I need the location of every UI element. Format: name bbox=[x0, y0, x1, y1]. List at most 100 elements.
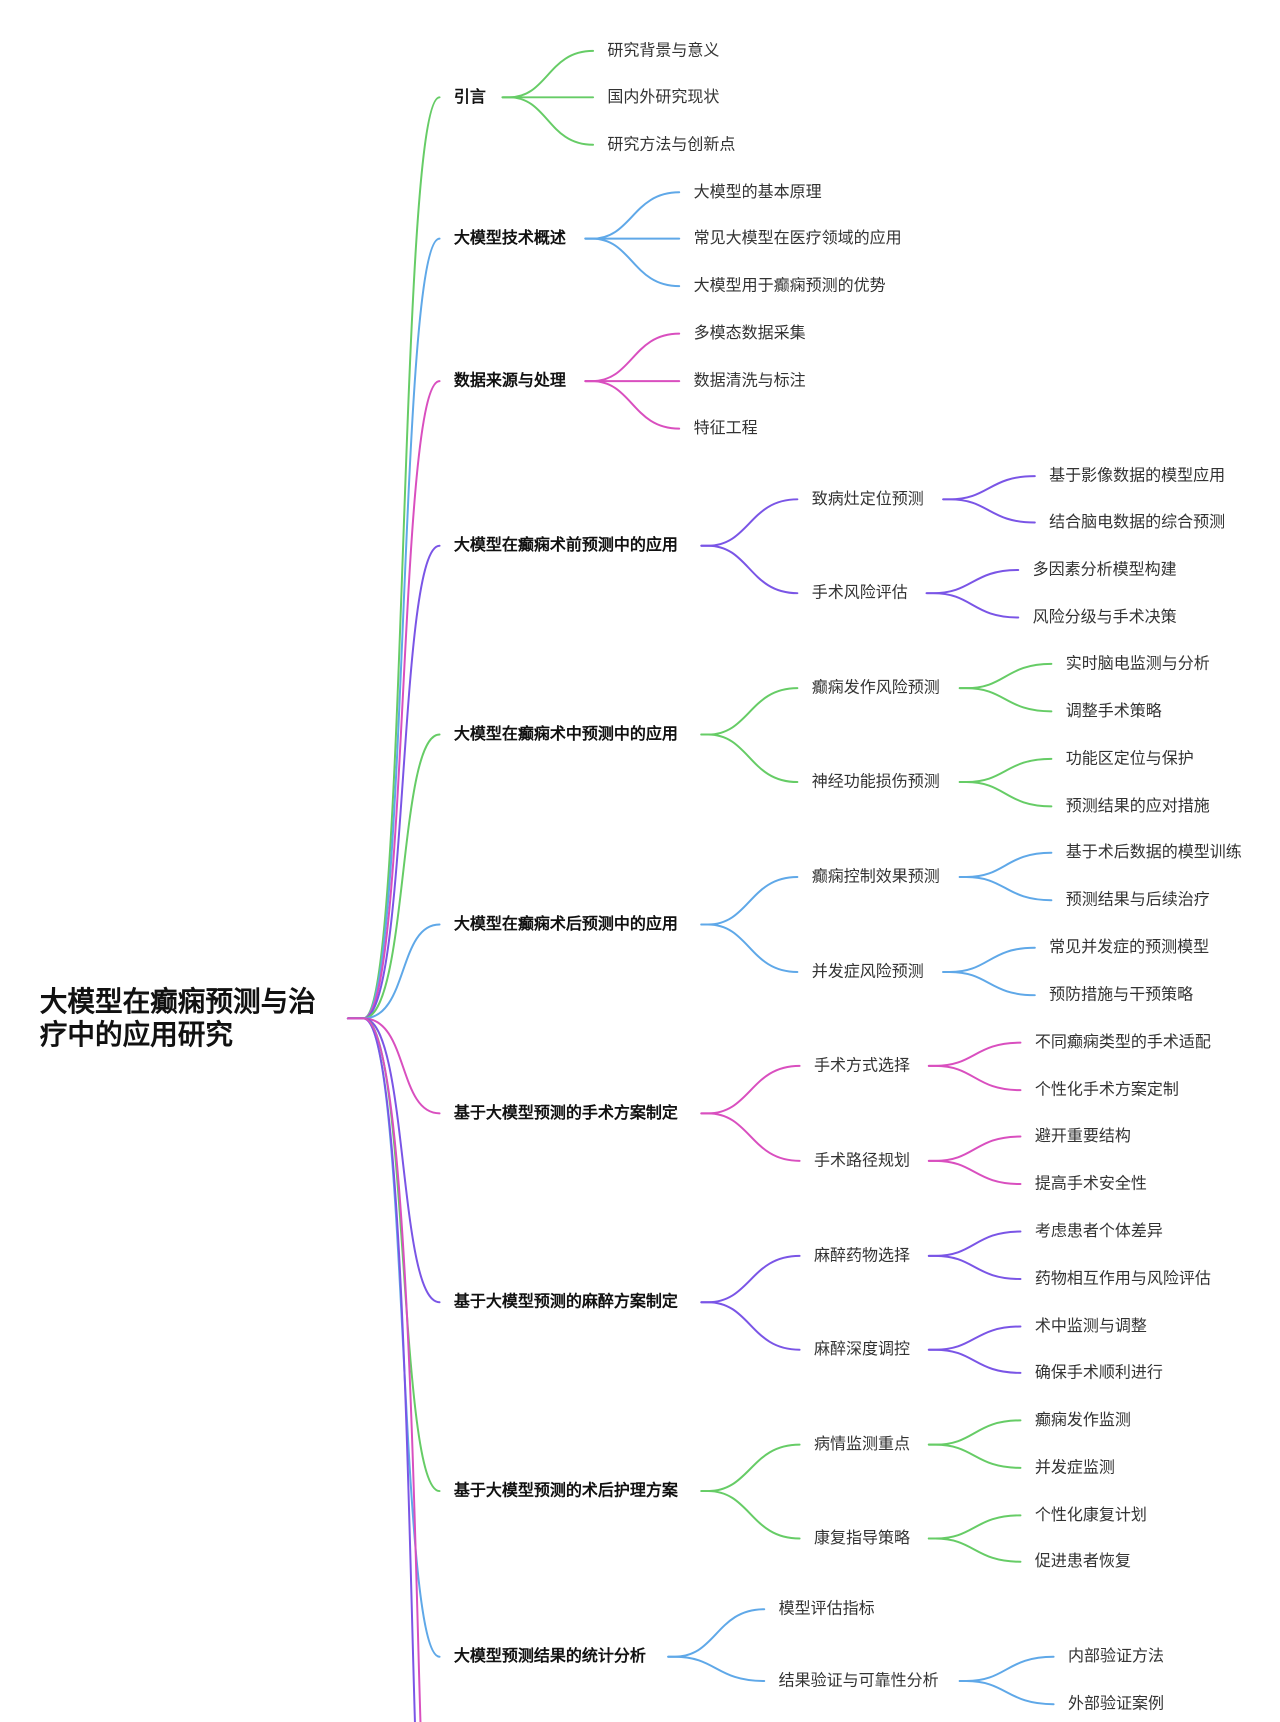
child-node[interactable]: 病情监测重点 bbox=[814, 1434, 910, 1453]
root-branch-line bbox=[346, 1017, 441, 1115]
child-link bbox=[667, 1608, 766, 1658]
child-link bbox=[700, 1443, 801, 1493]
grandchild-node[interactable]: 预测结果的应对措施 bbox=[1066, 796, 1210, 815]
grandchild-node[interactable]: 结合脑电数据的综合预测 bbox=[1049, 512, 1225, 531]
root-node-line2[interactable]: 疗中的应用研究 bbox=[40, 1018, 234, 1051]
grandchild-link bbox=[927, 1135, 1022, 1162]
child-node[interactable]: 致病灶定位预测 bbox=[812, 489, 924, 508]
branch-node[interactable]: 基于大模型预测的术后护理方案 bbox=[453, 1481, 679, 1500]
child-node[interactable]: 研究背景与意义 bbox=[607, 40, 719, 59]
child-link bbox=[700, 923, 799, 973]
grandchild-link bbox=[958, 876, 1053, 902]
child-link bbox=[700, 876, 799, 926]
grandchild-link bbox=[925, 592, 1020, 619]
child-node[interactable]: 麻醉药物选择 bbox=[814, 1245, 910, 1264]
offscreen-branch-line bbox=[346, 1017, 416, 1722]
grandchild-node[interactable]: 个性化手术方案定制 bbox=[1035, 1080, 1179, 1099]
grandchild-link bbox=[927, 1419, 1022, 1446]
grandchild-node[interactable]: 癫痫发作监测 bbox=[1035, 1410, 1131, 1429]
child-node[interactable]: 结果验证与可靠性分析 bbox=[779, 1671, 939, 1690]
root-branch-line bbox=[346, 923, 441, 1020]
grandchild-node[interactable]: 提高手术安全性 bbox=[1035, 1174, 1147, 1193]
child-link bbox=[584, 237, 681, 288]
grandchild-node[interactable]: 调整手术策略 bbox=[1066, 701, 1162, 720]
child-node[interactable]: 手术方式选择 bbox=[814, 1055, 910, 1074]
grandchild-node[interactable]: 药物相互作用与风险评估 bbox=[1035, 1269, 1211, 1288]
grandchild-node[interactable]: 功能区定位与保护 bbox=[1066, 748, 1194, 767]
child-node[interactable]: 特征工程 bbox=[694, 418, 758, 437]
grandchild-node[interactable]: 外部验证案例 bbox=[1068, 1694, 1164, 1713]
grandchild-node[interactable]: 术中监测与调整 bbox=[1035, 1316, 1147, 1335]
grandchild-node[interactable]: 常见并发症的预测模型 bbox=[1049, 937, 1209, 956]
grandchild-node[interactable]: 基于影像数据的模型应用 bbox=[1049, 466, 1225, 485]
grandchild-link bbox=[958, 781, 1053, 808]
grandchild-link bbox=[927, 1159, 1022, 1186]
child-node[interactable]: 麻醉深度调控 bbox=[814, 1339, 910, 1358]
grandchild-node[interactable]: 个性化康复计划 bbox=[1035, 1505, 1147, 1524]
child-node[interactable]: 手术风险评估 bbox=[812, 583, 908, 602]
child-node[interactable]: 常见大模型在医疗领域的应用 bbox=[694, 228, 902, 247]
grandchild-link bbox=[927, 1348, 1022, 1374]
grandchild-link bbox=[927, 1254, 1022, 1281]
grandchild-link bbox=[927, 1230, 1022, 1257]
root-branch-line bbox=[346, 1017, 441, 1658]
grandchild-node[interactable]: 避开重要结构 bbox=[1035, 1126, 1131, 1145]
branch-node[interactable]: 大模型预测结果的统计分析 bbox=[454, 1646, 646, 1665]
branch-node[interactable]: 大模型在癫痫术中预测中的应用 bbox=[454, 724, 678, 743]
child-link bbox=[584, 380, 681, 430]
child-link bbox=[700, 1301, 801, 1351]
branch-node[interactable]: 数据来源与处理 bbox=[454, 371, 566, 390]
child-link bbox=[584, 191, 681, 240]
branch-node[interactable]: 大模型在癫痫术后预测中的应用 bbox=[454, 914, 678, 933]
grandchild-link bbox=[942, 970, 1036, 997]
root-branch-line bbox=[346, 733, 441, 1020]
grandchild-node[interactable]: 风险分级与手术决策 bbox=[1033, 607, 1177, 626]
grandchild-node[interactable]: 不同癫痫类型的手术适配 bbox=[1035, 1032, 1211, 1051]
grandchild-node[interactable]: 实时脑电监测与分析 bbox=[1066, 653, 1210, 672]
child-node[interactable]: 大模型用于癫痫预测的优势 bbox=[694, 276, 886, 295]
child-node[interactable]: 研究方法与创新点 bbox=[607, 134, 735, 153]
child-node[interactable]: 大模型的基本原理 bbox=[694, 182, 822, 201]
child-node[interactable]: 康复指导策略 bbox=[814, 1528, 910, 1547]
grandchild-node[interactable]: 促进患者恢复 bbox=[1035, 1551, 1131, 1570]
grandchild-node[interactable]: 预测结果与后续治疗 bbox=[1066, 890, 1210, 909]
child-node[interactable]: 手术路径规划 bbox=[814, 1150, 910, 1169]
child-node[interactable]: 癫痫控制效果预测 bbox=[812, 867, 940, 886]
grandchild-node[interactable]: 并发症监测 bbox=[1035, 1457, 1115, 1476]
grandchild-link bbox=[958, 687, 1053, 713]
child-node[interactable]: 神经功能损伤预测 bbox=[812, 772, 940, 791]
branch-node[interactable]: 基于大模型预测的手术方案制定 bbox=[453, 1103, 678, 1122]
child-link bbox=[700, 687, 799, 736]
grandchild-node[interactable]: 基于术后数据的模型训练 bbox=[1066, 842, 1242, 861]
child-link bbox=[700, 1254, 801, 1304]
grandchild-node[interactable]: 考虑患者个体差异 bbox=[1035, 1221, 1163, 1240]
child-link bbox=[700, 544, 799, 595]
grandchild-link bbox=[958, 1655, 1055, 1683]
grandchild-link bbox=[958, 662, 1053, 690]
child-node[interactable]: 多模态数据采集 bbox=[694, 323, 806, 342]
grandchild-link bbox=[958, 1680, 1055, 1706]
grandchild-node[interactable]: 内部验证方法 bbox=[1068, 1646, 1164, 1665]
grandchild-link bbox=[958, 851, 1053, 879]
grandchild-node[interactable]: 多因素分析模型构建 bbox=[1033, 559, 1177, 578]
child-node[interactable]: 癫痫发作风险预测 bbox=[812, 678, 940, 697]
root-branch-line bbox=[346, 380, 441, 1020]
grandchild-node[interactable]: 预防措施与干预策略 bbox=[1049, 985, 1193, 1004]
child-node[interactable]: 模型评估指标 bbox=[779, 1599, 875, 1618]
root-branch-line bbox=[346, 1017, 441, 1304]
child-node[interactable]: 并发症风险预测 bbox=[812, 961, 924, 980]
grandchild-link bbox=[927, 1537, 1022, 1563]
root-node-line1[interactable]: 大模型在癫痫预测与治 bbox=[40, 985, 316, 1018]
child-node[interactable]: 数据清洗与标注 bbox=[694, 371, 806, 390]
child-link bbox=[700, 498, 799, 547]
branch-node[interactable]: 大模型技术概述 bbox=[454, 228, 566, 247]
child-link bbox=[700, 1064, 801, 1115]
grandchild-node[interactable]: 确保手术顺利进行 bbox=[1035, 1362, 1163, 1381]
child-node[interactable]: 国内外研究现状 bbox=[607, 87, 719, 106]
branch-node[interactable]: 基于大模型预测的麻醉方案制定 bbox=[453, 1292, 678, 1311]
grandchild-link bbox=[925, 568, 1020, 595]
branch-node[interactable]: 大模型在癫痫术前预测中的应用 bbox=[454, 535, 678, 554]
branch-node[interactable]: 引言 bbox=[454, 87, 486, 106]
grandchild-link bbox=[942, 475, 1036, 501]
